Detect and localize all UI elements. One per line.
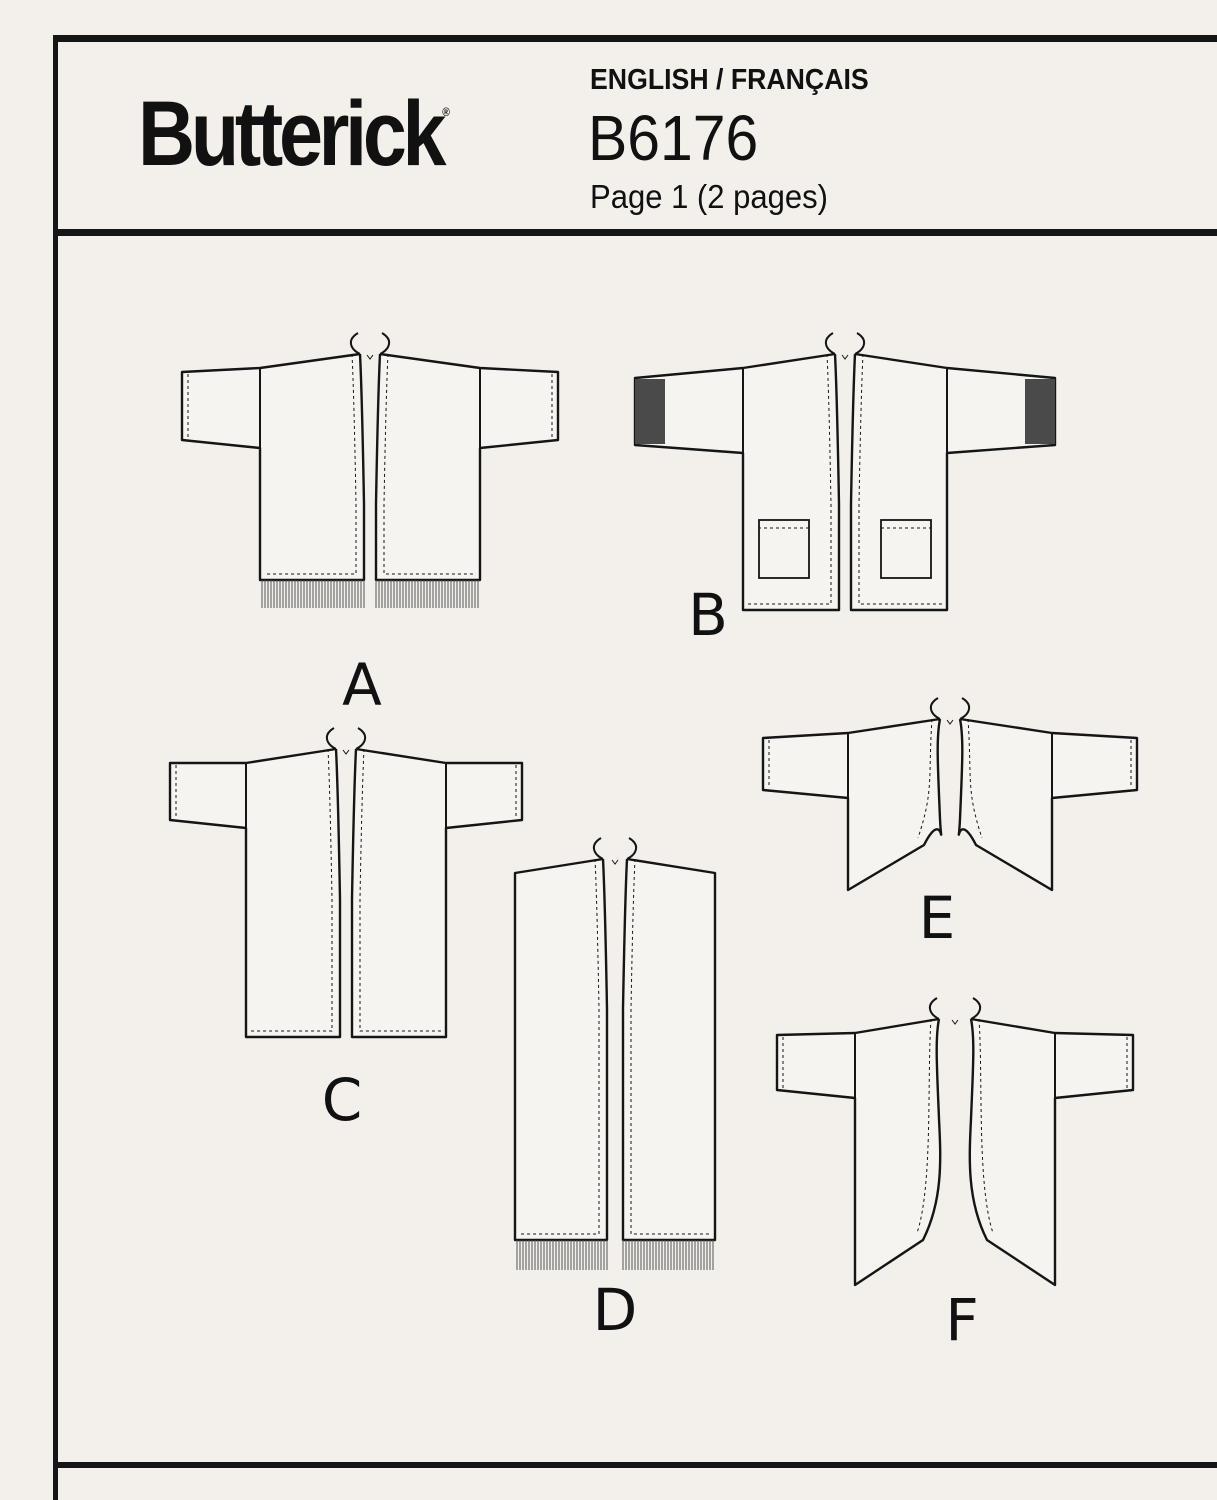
right-front-panel (968, 997, 1135, 1287)
right-front-panel (621, 837, 717, 1270)
panel-outline (775, 1017, 942, 1287)
view-label-f: F (945, 1286, 978, 1354)
neckline (854, 332, 866, 355)
left-front-panel (761, 697, 943, 892)
neckline (824, 332, 836, 355)
view-label-c: C (322, 1066, 363, 1134)
panel-outline (374, 352, 560, 582)
front-edge-stitching (747, 353, 832, 605)
neckline (355, 727, 367, 750)
back-neck-mark (366, 354, 374, 360)
right-front-panel (374, 332, 560, 608)
neckline (626, 837, 638, 860)
view-f: F (775, 997, 1135, 1354)
front-edge-stitching (917, 718, 933, 839)
front-edge-stitching (858, 353, 943, 605)
view-label-a: A (342, 651, 382, 719)
neckline (325, 727, 337, 750)
right-front-panel (957, 697, 1139, 892)
neckline (379, 332, 391, 355)
front-edge-stitching (383, 353, 476, 575)
brand-logo: Butterick® (138, 88, 450, 180)
view-label-b: B (688, 581, 728, 649)
patch-pocket (758, 519, 810, 579)
panel-outline (968, 1017, 1135, 1287)
left-front-panel (513, 837, 609, 1270)
back-neck-mark (611, 859, 619, 865)
page-info: Page 1 (2 pages) (590, 178, 828, 215)
panel-outline (621, 857, 717, 1242)
right-front-panel (849, 332, 1057, 612)
frame-top-rule (53, 35, 1217, 42)
neckline (970, 997, 982, 1020)
front-edge-stitching (519, 858, 600, 1235)
front-edge-stitching (264, 353, 357, 575)
left-front-panel (775, 997, 942, 1287)
panel-outline (513, 857, 609, 1242)
registered-mark: ® (442, 105, 450, 119)
knit-cuff (1025, 379, 1055, 444)
view-e: E (761, 697, 1139, 952)
neckline (959, 697, 971, 720)
right-front-panel (350, 727, 524, 1039)
neckline (592, 837, 604, 860)
front-edge-stitching (978, 1018, 994, 1234)
neckline (928, 997, 940, 1020)
panel-outline (957, 717, 1139, 892)
view-b: B (633, 332, 1057, 649)
back-neck-mark (841, 354, 849, 360)
panel-outline (849, 352, 1057, 612)
panel-outline (350, 747, 524, 1039)
panel-outline (633, 352, 841, 612)
back-neck-mark (951, 1019, 959, 1025)
frame-left-rule (53, 35, 58, 1500)
left-front-panel (168, 727, 342, 1039)
front-edge-stitching (359, 748, 442, 1032)
view-a: A (180, 332, 560, 719)
language-label: ENGLISH / FRANÇAIS (590, 64, 869, 96)
view-label-d: D (593, 1276, 638, 1344)
brand-name: Butterick (138, 83, 447, 185)
header-divider-rule (53, 229, 1217, 236)
view-c: C (168, 727, 524, 1134)
view-label-e: E (919, 884, 956, 952)
neckline (929, 697, 941, 720)
left-front-panel (180, 332, 366, 608)
panel-outline (761, 717, 943, 892)
front-edge-stitching (630, 858, 711, 1235)
left-front-panel (633, 332, 841, 612)
front-edge-stitching (967, 718, 983, 839)
panel-outline (180, 352, 366, 582)
back-neck-mark (946, 719, 954, 725)
patch-pocket (880, 519, 932, 579)
pattern-number: B6176 (588, 102, 759, 174)
knit-cuff (635, 379, 665, 444)
panel-outline (168, 747, 342, 1039)
front-edge-stitching (916, 1018, 932, 1234)
footer-rule (53, 1462, 1217, 1468)
view-d: D (513, 837, 717, 1344)
front-edge-stitching (250, 748, 333, 1032)
neckline (349, 332, 361, 355)
back-neck-mark (342, 749, 350, 755)
